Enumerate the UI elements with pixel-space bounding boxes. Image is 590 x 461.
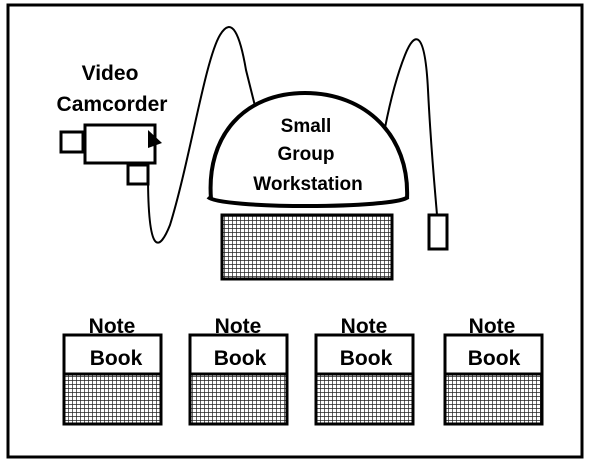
camera-body [85,125,155,163]
video-camcorder-icon [61,125,162,184]
notebook-2: Note Book [190,315,287,424]
camcorder-label-line1: Video [82,62,139,85]
workstation-screen [222,215,392,279]
notebook-keyboard [190,374,287,424]
notebook-label-bottom: Book [214,347,267,370]
notebook-label-bottom: Book [90,347,143,370]
camera-handle [128,165,148,184]
notebook-label-top: Note [341,315,388,338]
camera-lens [61,132,83,152]
notebook-1: Note Book [64,315,161,424]
notebook-label-bottom: Book [468,347,521,370]
notebook-4: Note Book [445,315,542,424]
notebook-label-top: Note [89,315,136,338]
workstation-label-line2: Group [278,144,335,165]
workstation-label-line1: Small [281,116,332,137]
notebook-3: Note Book [316,315,413,424]
workstation-label-line3: Workstation [253,174,362,195]
notebook-label-top: Note [215,315,262,338]
notebook-label-bottom: Book [340,347,393,370]
camcorder-label-line2: Camcorder [57,93,168,116]
pendant-device-icon [429,215,447,249]
notebook-keyboard [64,374,161,424]
notebook-keyboard [316,374,413,424]
notebook-keyboard [445,374,542,424]
notebook-label-top: Note [469,315,516,338]
